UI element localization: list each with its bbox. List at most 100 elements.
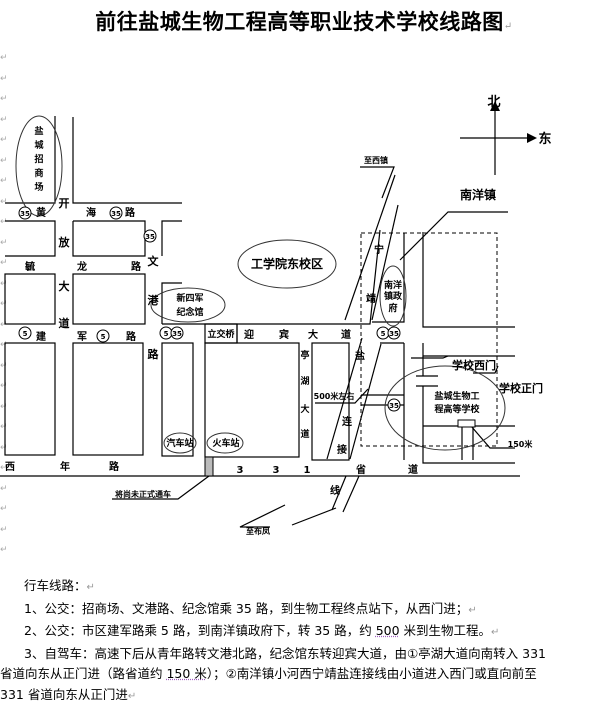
block-outline xyxy=(5,221,55,256)
east-campus-label: 工学院东校区 xyxy=(251,256,323,271)
item2-number: 500 xyxy=(376,623,400,638)
block xyxy=(5,343,55,455)
route-map: 35 35 35 5 5 5 35 5 35 35 盐 城 招 商 场 新四军 … xyxy=(0,0,608,575)
road-label-tinghu: 大 xyxy=(300,403,309,415)
to-bufeng-label: 至布凤 xyxy=(246,526,270,536)
gov-label: 镇政 xyxy=(384,290,403,302)
road-label-ningjing: 宁 xyxy=(374,243,384,256)
west-gate-label: 学校西门 xyxy=(452,358,496,372)
mall-label: 场 xyxy=(34,181,43,193)
paragraph-mark: ↵ xyxy=(87,582,95,593)
item2-text: 2、公交：市区建军路乘 5 路，到南洋镇政府下，转 35 路，约 xyxy=(24,623,376,638)
route-heading: 行车线路：↵ xyxy=(0,576,608,599)
distance-500-label: 500米左右 xyxy=(314,391,355,401)
distance-150-label: 150米 xyxy=(508,439,534,449)
block xyxy=(73,343,143,455)
road-label-jianglong: 毓 xyxy=(25,260,35,273)
school-label: 盐城生物工 xyxy=(434,390,479,402)
unopened-road-marker xyxy=(205,457,213,476)
paragraph-mark: ↵ xyxy=(491,627,499,638)
bus-badge-label: 5 xyxy=(23,330,28,338)
compass-north-label: 北 xyxy=(487,95,500,110)
route-item-3-cont: 省道向东从正门进（路省道约 150 米）；②南洋镇小河西宁靖盐连接线由小道进入西… xyxy=(0,664,608,685)
road-label-lianjie: 接 xyxy=(337,443,347,456)
route-item-3-end: 331 省道向东从正门进↵ xyxy=(0,685,608,707)
route-item-1: 1、公交：招商场、文港路、纪念馆乘 35 路，到生物工程终点站下，从西门进；↵ xyxy=(0,599,608,622)
main-gate-label: 学校正门 xyxy=(499,381,543,395)
bus-station-label: 汽车站 xyxy=(166,437,193,449)
mall-label: 招 xyxy=(34,153,43,165)
road-label-huanghai: 黄 xyxy=(36,206,46,219)
item3-text: 省道向东从正门进（路省道约 xyxy=(0,666,166,681)
road-label-331: 3 xyxy=(237,465,244,476)
block-outline xyxy=(162,221,182,256)
road-label-yingbin: 宾 xyxy=(279,328,289,341)
block-outline xyxy=(73,117,182,203)
bus-badge-label: 35 xyxy=(111,210,121,218)
memorial-label: 纪念馆 xyxy=(176,306,203,318)
item3-text: ）；②南洋镇小河西宁靖盐连接线由小道进入西门或直向前至 xyxy=(207,666,537,681)
road-label-ningjing: 靖 xyxy=(366,292,376,305)
road-label-wengang: 文 xyxy=(148,254,160,268)
road-label-jiefang: 开 xyxy=(59,197,70,210)
route-item-3: 3、自驾车：高速下后从青年路转文港北路，纪念馆东转迎宾大道，由①亭湖大道向南转入… xyxy=(0,644,608,665)
train-station-label: 火车站 xyxy=(212,437,239,449)
block xyxy=(5,274,55,324)
to-xiyang-label: 至西镇 xyxy=(364,155,388,165)
memorial-label: 新四军 xyxy=(176,292,203,304)
heading-text: 行车线路： xyxy=(24,578,87,593)
item2-text: 米到生物工程。 xyxy=(400,623,491,638)
compass-east-label: 东 xyxy=(538,131,551,147)
paragraph-mark: ↵ xyxy=(128,691,136,702)
item1-text: 1、公交：招商场、文港路、纪念馆乘 35 路，到生物工程终点站下，从西门进； xyxy=(24,601,468,616)
road-label-wengang: 港 xyxy=(148,293,160,307)
compass-east-arrow xyxy=(527,133,537,143)
road-label-lianjie: 线 xyxy=(330,484,340,497)
block xyxy=(73,274,145,324)
mall-label: 盐 xyxy=(34,125,43,137)
road-label-qingnian: 年 xyxy=(60,460,70,473)
road-label-331: 3 xyxy=(273,465,280,476)
mall-label: 城 xyxy=(34,139,43,151)
road-label-331: 1 xyxy=(304,465,311,476)
road-label-yingbin: 大 xyxy=(308,328,318,341)
bus-badge-label: 35 xyxy=(389,330,399,338)
road-label-lianjie: 盐 xyxy=(355,349,365,362)
road-label-331: 省 xyxy=(355,463,366,476)
school-gate-marker xyxy=(458,420,475,427)
road-label-jiefang: 放 xyxy=(58,235,71,249)
bus-badge-label: 35 xyxy=(172,330,182,338)
school-label: 程高等学校 xyxy=(434,403,480,415)
road-label-jianjun: 路 xyxy=(126,330,137,343)
route-item-2: 2、公交：市区建军路乘 5 路，到南洋镇政府下，转 35 路，约 500 米到生… xyxy=(0,621,608,644)
road-label-huanghai: 路 xyxy=(125,206,136,219)
road-label-yingbin: 道 xyxy=(341,328,351,341)
road-label-jianglong: 路 xyxy=(131,260,142,273)
gov-label: 南洋 xyxy=(384,279,402,291)
road-label-tinghu: 湖 xyxy=(300,375,309,387)
bus-badge-label: 35 xyxy=(389,402,399,410)
block-outline xyxy=(5,116,55,203)
road-label-qingnian: 路 xyxy=(109,460,120,473)
bus-badge-label: 5 xyxy=(101,333,106,341)
bus-badge-label: 35 xyxy=(145,233,155,241)
road-label-jianglong: 龙 xyxy=(76,260,87,273)
road-label-qingnian: 西 xyxy=(5,461,15,473)
road-label-huanghai: 海 xyxy=(86,206,96,219)
unopened-note: 将尚未正式通车 xyxy=(115,489,171,499)
bus-badge-label: 35 xyxy=(20,210,30,218)
route-description: 行车线路：↵ 1、公交：招商场、文港路、纪念馆乘 35 路，到生物工程终点站下，… xyxy=(0,576,608,707)
item3-text: 3、自驾车：高速下后从青年路转文港北路，纪念馆东转迎宾大道，由①亭湖大道向南转入… xyxy=(24,646,546,661)
road-label-331: 道 xyxy=(408,463,418,476)
road-label-jiefang: 大 xyxy=(59,279,70,293)
item3-number: 150 米 xyxy=(166,666,206,681)
road-label-wengang: 路 xyxy=(148,347,160,361)
road-label-jianjun: 军 xyxy=(77,331,87,343)
mall-label: 商 xyxy=(34,167,43,179)
nanyang-town-label: 南洋镇 xyxy=(460,187,496,202)
overpass-label: 立交桥 xyxy=(207,328,235,340)
gov-label: 府 xyxy=(388,302,397,314)
item3-text: 331 省道向东从正门进 xyxy=(0,687,128,702)
bus-badge-label: 5 xyxy=(164,330,169,338)
bus-badge-label: 5 xyxy=(381,330,386,338)
